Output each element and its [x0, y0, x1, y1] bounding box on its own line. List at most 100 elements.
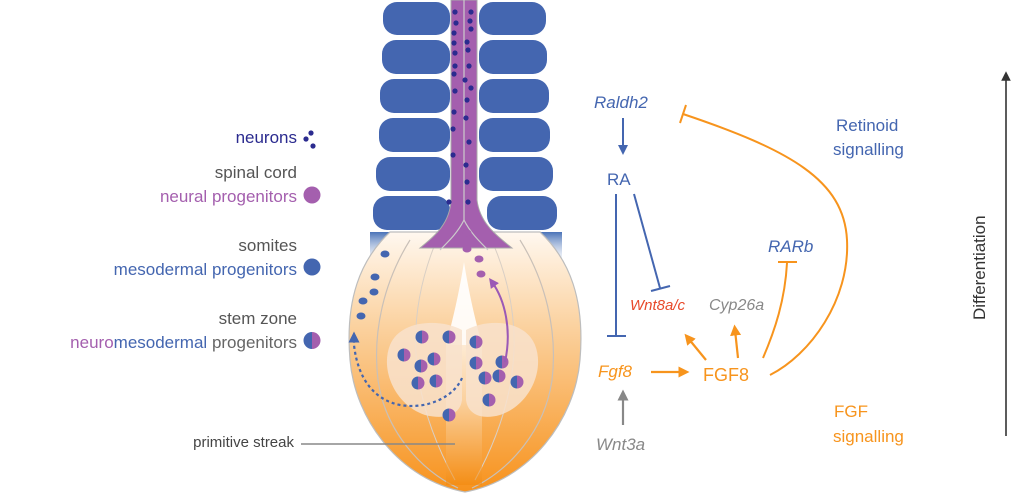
somite [376, 157, 450, 191]
legend-somites-label: somites [238, 236, 297, 255]
nmp-cell [469, 356, 483, 370]
fgf8-to-cyp26a-arrow [730, 324, 742, 359]
neuron-dot [451, 71, 457, 77]
tail-inner-outline [375, 239, 459, 489]
legend-spinal-cord-label: spinal cord [215, 163, 297, 182]
neuron-dot [467, 18, 473, 24]
somite [487, 196, 557, 230]
somite [479, 118, 550, 152]
wnt8ac-label: Wnt8a/c [630, 297, 686, 314]
rarb-label: RARb [768, 237, 813, 256]
neuron-dot [446, 199, 452, 205]
mesodermal-progenitor-icon [303, 258, 321, 276]
somites-right [479, 2, 557, 230]
somite [479, 79, 549, 113]
somite [479, 40, 547, 74]
neural-tube [418, 0, 514, 249]
stem-zone-lobe-right [466, 322, 539, 417]
inhibition-bar [650, 285, 671, 292]
neuron-dot [468, 85, 474, 91]
fgf-signalling-label-1: FGF [834, 402, 868, 421]
retinoid-signalling-label-2: signalling [833, 140, 904, 159]
neuron-dot [465, 199, 471, 205]
nmp-icon [303, 332, 321, 349]
somites-left [373, 2, 450, 230]
wnt3a-label: Wnt3a [596, 435, 645, 454]
neural-progenitor-icon [303, 186, 321, 204]
neuron-dot [453, 20, 459, 26]
neuron-dot [465, 47, 471, 53]
neural-cell [474, 255, 484, 263]
neuron-dot [463, 162, 469, 168]
embryo-tail [348, 0, 582, 493]
legend-mesodermal-progenitors-label: mesodermal progenitors [114, 260, 297, 279]
neuron-dot [452, 63, 458, 69]
nmp-cell [482, 393, 496, 407]
neuron-dot [462, 77, 468, 83]
nmp-cell [478, 371, 492, 385]
somite [379, 118, 450, 152]
neuron-dot [452, 50, 458, 56]
legend-nmp-label: neuromesodermal progenitors [70, 333, 297, 352]
neuron-dot [468, 26, 474, 32]
tail-inner-outline [471, 239, 555, 489]
mesodermal-cell [358, 297, 368, 305]
mesodermal-progenitor-dots [356, 250, 390, 320]
legend-neural-progenitors-label: neural progenitors [160, 187, 297, 206]
somite [382, 40, 450, 74]
fgf8-inhibits-rarb [762, 262, 788, 359]
signalling-network: Raldh2 RA RARb Wnt8a/c Cyp26a Fgf8 FGF8 … [594, 71, 1011, 454]
neuron-dot [463, 115, 469, 121]
differentiation-label: Differentiation [970, 215, 989, 320]
mesoderm-migration-arrow [348, 331, 464, 408]
fgf8-inhibits-raldh2 [682, 113, 849, 376]
neural-migration-arrow [489, 277, 509, 363]
neural-progenitor-dots [462, 229, 486, 278]
somite [373, 196, 450, 230]
neural-tube-neurons [446, 9, 474, 205]
inhibition-bar [679, 104, 687, 124]
fgf8-gene-label: Fgf8 [598, 362, 633, 381]
nmp-cell [429, 374, 443, 388]
neuron-dot [464, 179, 470, 185]
nmp-cell [510, 375, 524, 389]
fgf-signalling-label-2: signalling [833, 427, 904, 446]
neuron-dot [464, 39, 470, 45]
neuron-dot [466, 139, 472, 145]
neural-cell [476, 270, 486, 278]
neuron-dot [451, 40, 457, 46]
nmp-cell [469, 335, 483, 349]
nmp-cell [411, 376, 425, 390]
neuron-dot [450, 152, 456, 158]
ra-inhibits-wnt8ac [633, 193, 661, 289]
retinoid-signalling-label-1: Retinoid [836, 116, 898, 135]
legend-primitive-streak-label: primitive streak [193, 434, 294, 451]
neuron-dot [464, 97, 470, 103]
neural-cell [462, 229, 472, 237]
nmp-cell [415, 330, 429, 344]
mesodermal-cell [356, 312, 366, 320]
nmp-cell [397, 348, 411, 362]
somite [383, 2, 450, 35]
neuron-dot [452, 9, 458, 15]
neuron-dot [451, 30, 457, 36]
fgf8-protein-label: FGF8 [703, 365, 749, 385]
ra-label: RA [607, 170, 631, 189]
mesodermal-cell [370, 273, 380, 281]
nmp-cell [414, 359, 428, 373]
neural-tube-lumen [439, 219, 465, 251]
raldh2-label: Raldh2 [594, 93, 648, 112]
primitive-streak-shape [446, 262, 482, 345]
legend: neurons spinal cord neural progenitors s… [70, 128, 455, 451]
somite [479, 2, 546, 35]
fgf8-to-wnt8ac-arrow [684, 333, 707, 361]
nmp-cell [442, 330, 456, 344]
cyp26a-label: Cyp26a [709, 297, 764, 314]
somite [380, 79, 450, 113]
legend-stem-zone-label: stem zone [219, 309, 297, 328]
nmp-cell [427, 352, 441, 366]
neural-cell [462, 245, 472, 253]
neuron-dot [452, 88, 458, 94]
nmp-cells [397, 330, 524, 422]
